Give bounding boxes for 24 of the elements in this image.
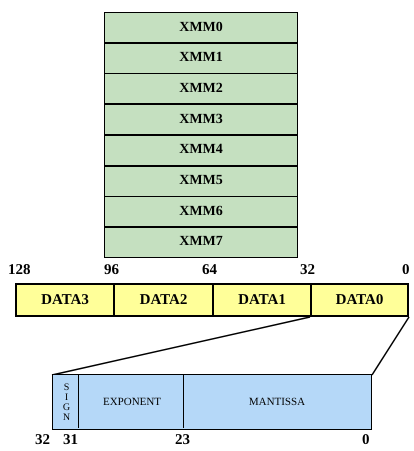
data-field-box: DATA3 [15, 283, 115, 317]
register-box: XMM2 [104, 73, 298, 104]
register-box: XMM3 [104, 104, 298, 136]
register-box: XMM4 [104, 134, 298, 166]
data-field-box: DATA1 [212, 283, 312, 317]
bit-position-label: 23 [175, 432, 190, 449]
bit-position-label: 96 [104, 262, 119, 279]
register-box: XMM1 [104, 42, 298, 74]
bit-position-label: 128 [8, 262, 30, 279]
bit-position-label: 0 [362, 432, 370, 449]
data-field-box: DATA2 [113, 283, 214, 317]
register-box: XMM7 [104, 226, 298, 258]
expansion-line [371, 316, 410, 376]
float-format-box [52, 374, 372, 430]
data-field-box: DATA0 [310, 283, 409, 317]
register-box: XMM6 [104, 196, 298, 228]
register-box: XMM0 [104, 12, 298, 43]
bit-position-label: 32 [35, 432, 50, 449]
register-box: XMM5 [104, 166, 298, 196]
bit-position-label: 64 [202, 262, 217, 279]
bit-position-label: 31 [63, 432, 78, 449]
expansion-line [52, 316, 310, 376]
bit-position-label: 32 [300, 262, 315, 279]
bit-position-label: 0 [402, 262, 410, 279]
